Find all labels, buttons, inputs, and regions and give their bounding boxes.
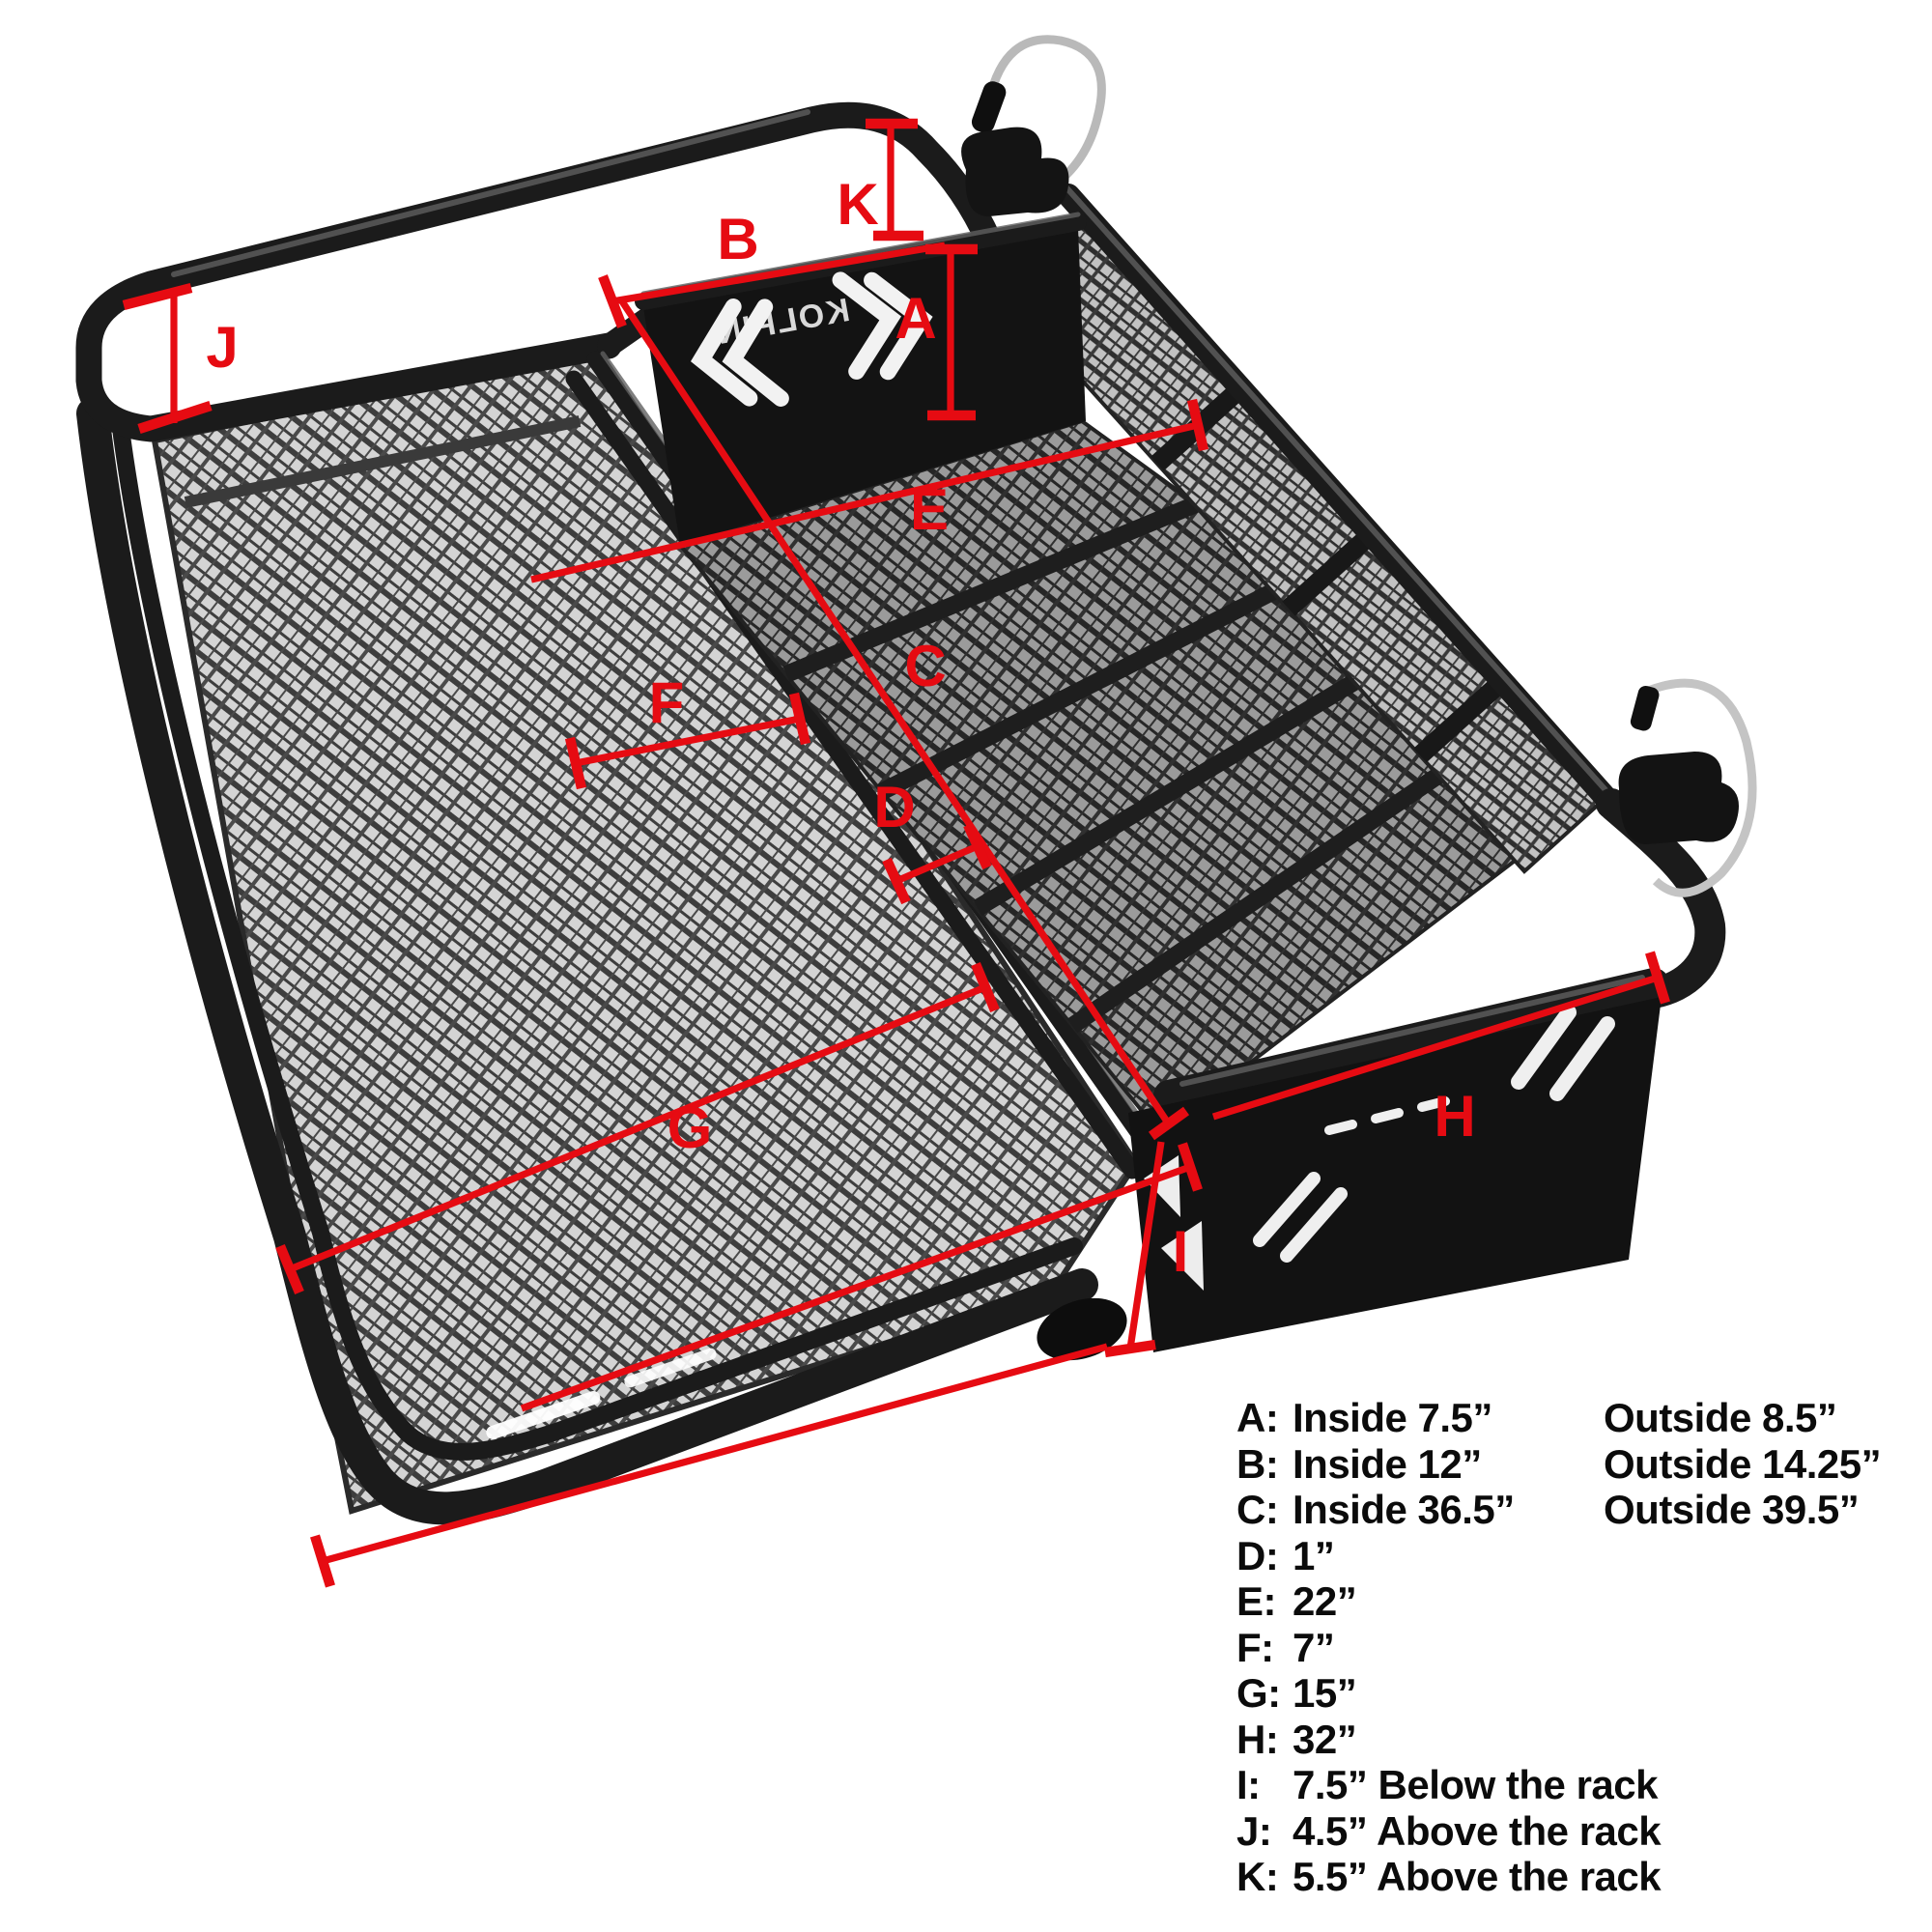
legend-row: A: Inside 7.5” Outside 8.5” <box>1236 1395 1913 1441</box>
dimension-label-c: C <box>904 634 946 698</box>
dimension-label-i: I <box>1173 1219 1189 1284</box>
dimension-e: E <box>530 398 1209 583</box>
legend-row-value-2 <box>1604 1533 1913 1579</box>
legend-row-label: I: <box>1236 1762 1261 1807</box>
dimension-label-h: H <box>1434 1084 1475 1149</box>
legend-row-value-1: 4.5” Above the rack <box>1293 1807 1662 1854</box>
legend-row-value-1: 7” <box>1293 1624 1335 1670</box>
legend-row-label: C: <box>1236 1487 1279 1532</box>
legend-row-value-2 <box>1604 1625 1913 1671</box>
legend-row-label: K: <box>1236 1854 1279 1899</box>
legend-row: I: 7.5” Below the rack <box>1236 1762 1913 1808</box>
legend-row-value-1: Inside 7.5” <box>1293 1395 1492 1440</box>
dimension-f: F <box>564 670 811 790</box>
dimension-g: G <box>275 962 1000 1294</box>
dimension-h: H <box>1211 951 1670 1149</box>
legend-row-value-2: Outside 14.25” <box>1604 1440 1882 1487</box>
legend-row-label: H: <box>1236 1716 1279 1762</box>
legend-row-value-2 <box>1604 1808 1913 1855</box>
legend: A: Inside 7.5” Outside 8.5” B: Inside 12” Ou… <box>1236 1395 1913 1900</box>
bungee-hook-right-icon <box>1618 678 1757 897</box>
rear-panel <box>1037 997 1662 1361</box>
dimension-label-f: F <box>649 670 685 735</box>
legend-row-label: D: <box>1236 1532 1279 1578</box>
legend-row: D: 1” <box>1236 1533 1913 1579</box>
legend-row-label: B: <box>1236 1440 1279 1487</box>
legend-row-value-1: 32” <box>1293 1716 1357 1762</box>
chevron-right-icon <box>832 271 933 381</box>
dimension-label-d: D <box>873 775 915 839</box>
chevron-left-icon <box>690 298 789 407</box>
legend-row-value-1: 1” <box>1293 1532 1335 1578</box>
dimension-label-e: E <box>910 477 949 542</box>
legend-row-value-1: 5.5” Above the rack <box>1293 1854 1662 1899</box>
legend-row-value-2 <box>1604 1578 1913 1625</box>
legend-row-value-1: 22” <box>1293 1578 1357 1624</box>
legend-row: H: 32” <box>1236 1717 1913 1763</box>
legend-row-value-2 <box>1604 1717 1913 1763</box>
dimension-c: C <box>619 299 1190 1141</box>
dimension-label-j: J <box>206 315 238 380</box>
dimension-k: K <box>837 118 923 242</box>
legend-row: G: 15” <box>1236 1670 1913 1717</box>
legend-row-label: J: <box>1236 1807 1272 1854</box>
ref-line-rack-level <box>520 1142 1203 1412</box>
legend-row-value-2: Outside 39.5” <box>1604 1487 1860 1532</box>
dimension-label-b: B <box>717 207 758 271</box>
dimension-j: J <box>122 282 239 434</box>
legend-row: C: Inside 36.5” Outside 39.5” <box>1236 1487 1913 1533</box>
bungee-hook-top-icon <box>961 35 1106 216</box>
legend-row: E: 22” <box>1236 1578 1913 1625</box>
legend-row-value-2: Outside 8.5” <box>1604 1395 1837 1440</box>
legend-row-label: A: <box>1236 1395 1279 1440</box>
legend-row-value-2 <box>1604 1762 1913 1808</box>
legend-row: F: 7” <box>1236 1625 1913 1671</box>
legend-row-label: G: <box>1236 1670 1281 1716</box>
legend-row-value-1: 15” <box>1293 1670 1357 1716</box>
ref-line-basket-bottom <box>310 1343 1108 1588</box>
legend-row-value-1: 7.5” Below the rack <box>1293 1762 1659 1807</box>
legend-row-value-2 <box>1604 1854 1913 1900</box>
legend-row-value-1: Inside 12” <box>1293 1440 1482 1487</box>
legend-row-label: F: <box>1236 1624 1274 1670</box>
dimension-label-k: K <box>837 172 878 237</box>
legend-row: B: Inside 12” Outside 14.25” <box>1236 1441 1913 1488</box>
dimension-b: B <box>598 207 946 328</box>
dimension-a: A <box>895 243 978 421</box>
legend-row: J: 4.5” Above the rack <box>1236 1808 1913 1855</box>
legend-row-label: E: <box>1236 1578 1277 1624</box>
legend-row-value-1: Inside 36.5” <box>1293 1487 1515 1532</box>
dimension-label-g: G <box>668 1095 713 1160</box>
dimension-d: D <box>873 775 992 905</box>
legend-row: K: 5.5” Above the rack <box>1236 1854 1913 1900</box>
legend-row-value-2 <box>1604 1670 1913 1717</box>
right-wall-rim-tube <box>1057 184 1623 815</box>
dimension-label-a: A <box>895 286 936 351</box>
